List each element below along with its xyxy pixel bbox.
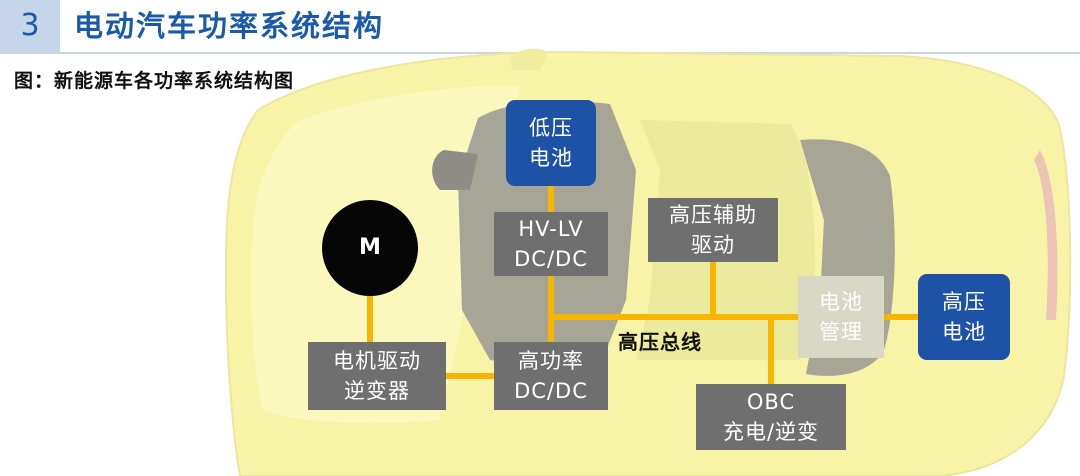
section-number: 3 <box>0 0 60 52</box>
low-voltage-battery-box: 低压 电池 <box>506 100 596 186</box>
section-title: 电动汽车功率系统结构 <box>74 9 385 43</box>
motor-inverter-box: 电机驱动 逆变器 <box>308 342 446 410</box>
tail-light <box>1034 150 1058 320</box>
hv-aux-drive-box: 高压辅助 驱动 <box>648 198 778 262</box>
connector-lines <box>367 186 918 384</box>
high-voltage-bus-label: 高压总线 <box>618 330 702 354</box>
obc-charger-box: OBC 充电/逆变 <box>696 384 846 450</box>
side-mirror <box>432 150 478 190</box>
figure-caption: 图：新能源车各功率系统结构图 <box>14 70 295 92</box>
motor-circle: M <box>322 200 418 296</box>
high-power-dcdc-box: 高功率 DC/DC <box>494 342 608 410</box>
hv-lv-dcdc-box: HV-LV DC/DC <box>494 212 608 276</box>
battery-management-box: 电池 管理 <box>798 276 884 358</box>
roof-spoiler <box>510 48 548 70</box>
high-voltage-battery-box: 高压 电池 <box>918 274 1010 360</box>
section-header: 3 电动汽车功率系统结构 <box>0 0 1080 52</box>
